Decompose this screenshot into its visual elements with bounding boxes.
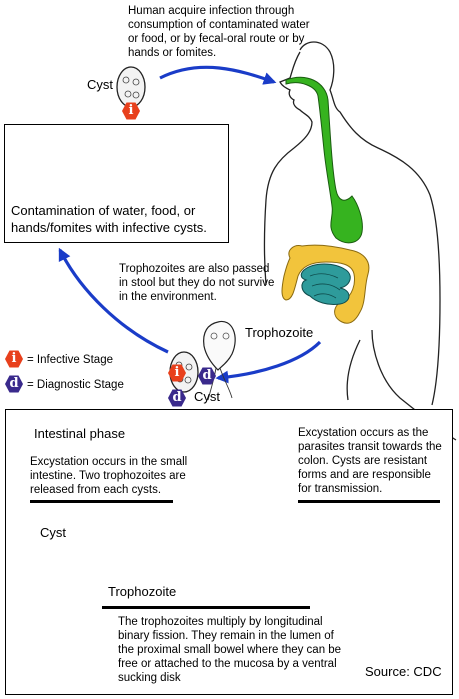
legend-diagnostic-label: = Diagnostic Stage	[27, 379, 124, 391]
cycle-arrows	[58, 65, 322, 384]
diagnostic-stage-icon: d	[168, 389, 186, 407]
trophozoite-stool-note: Trophozoites are also passed in stool bu…	[119, 263, 275, 303]
contamination-box: Contamination of water, food, or hands/f…	[4, 124, 229, 243]
legend-infective-icon: i	[5, 350, 23, 368]
source-credit: Source: CDC	[365, 664, 442, 679]
esophagus-stomach	[285, 76, 363, 244]
top-cyst-label: Cyst	[87, 77, 113, 92]
infective-stage-icon: i	[168, 364, 186, 382]
divider-line	[30, 500, 173, 503]
infection-route-text: Human acquire infection through consumpt…	[128, 5, 310, 59]
intestinal-phase-title: Intestinal phase	[34, 426, 126, 441]
diagnostic-stage-icon: d	[198, 367, 216, 385]
infective-stage-icon: i	[122, 102, 140, 120]
middle-trophozoite-label: Trophozoite	[245, 325, 314, 340]
middle-cyst-label: Cyst	[194, 389, 220, 404]
intestinal-trophozoite-label: Trophozoite	[108, 584, 177, 599]
legend-infective-label: = Infective Stage	[27, 354, 113, 366]
small-intestine-excystation-text: Excystation occurs in the small intestin…	[30, 456, 188, 496]
contamination-caption: Contamination of water, food, or hands/f…	[11, 203, 207, 235]
binary-fission-text: The trophozoites multiply by longitudina…	[118, 616, 342, 684]
human-body-outline	[263, 41, 457, 441]
intestinal-phase-box	[5, 409, 453, 695]
divider-line	[298, 500, 440, 503]
divider-line	[102, 606, 310, 609]
intestinal-cyst-label: Cyst	[40, 525, 66, 540]
legend-diagnostic-icon: d	[5, 375, 23, 393]
colon-encystation-text: Excystation occurs as the parasites tran…	[298, 427, 442, 495]
